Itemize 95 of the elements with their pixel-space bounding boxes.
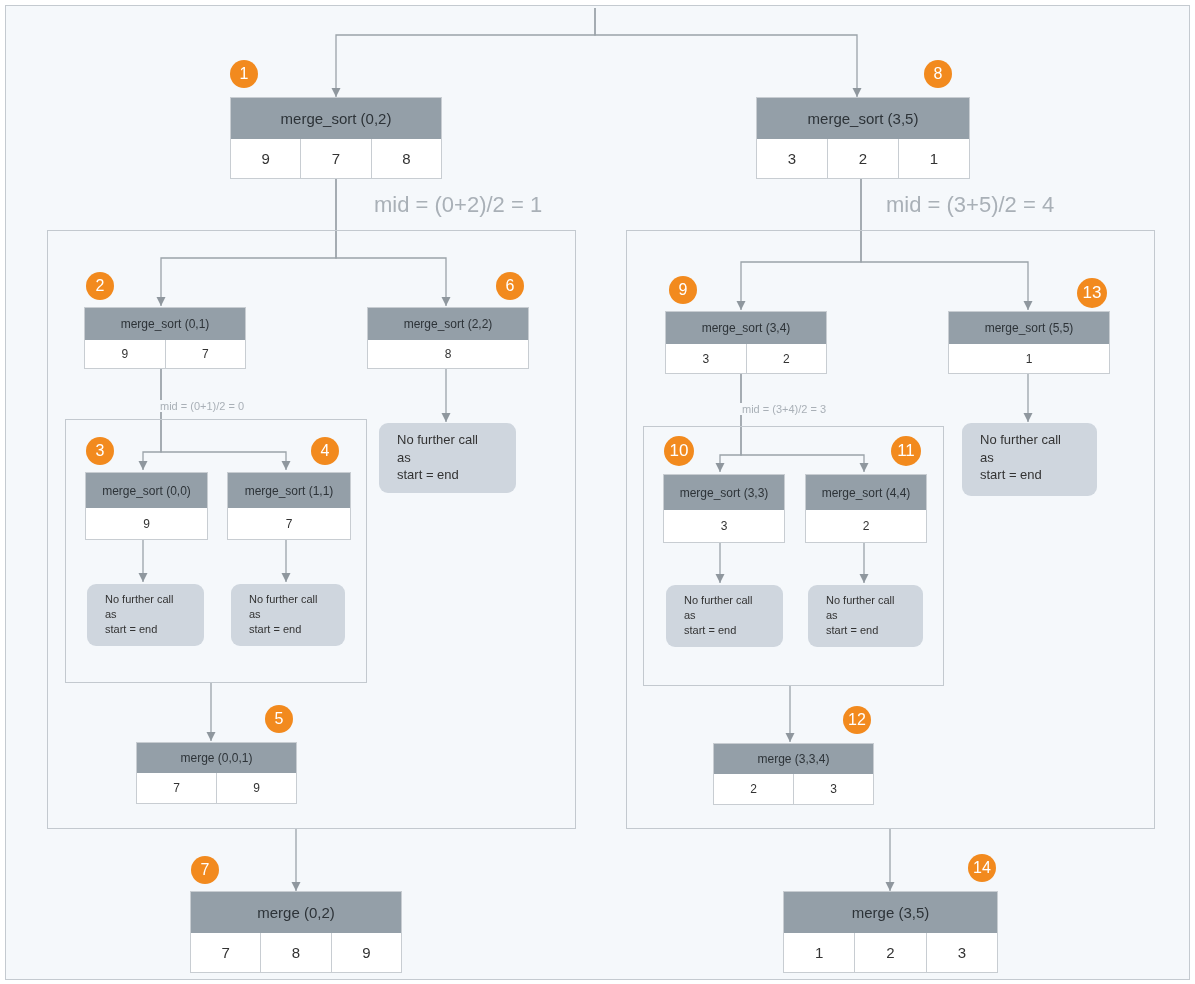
connector-arrow <box>291 828 301 892</box>
array-cell: 8 <box>370 139 441 178</box>
note-text: as <box>684 607 697 623</box>
group-panel <box>65 419 367 683</box>
connector-arrow <box>441 367 451 423</box>
array-cell-text: 7 <box>220 943 231 963</box>
function-call-box <box>367 307 529 369</box>
function-call-box <box>227 472 351 540</box>
array-cell: 9 <box>330 933 401 972</box>
leaf-note-box <box>87 584 204 646</box>
function-call-box <box>663 474 785 543</box>
function-call-box <box>84 307 246 369</box>
note-text: as <box>826 607 839 623</box>
function-call-box <box>85 472 208 540</box>
note-text: No further call <box>826 593 896 608</box>
function-header: merge_sort (2,2) <box>368 308 528 340</box>
function-header: merge_sort (4,4) <box>806 475 926 510</box>
array-cell-text: 1 <box>814 943 825 963</box>
array-cell-text: 8 <box>443 346 453 363</box>
function-call-box <box>230 97 442 179</box>
function-header: merge (3,3,4) <box>714 744 873 774</box>
function-call-box <box>190 891 402 973</box>
connector-arrow <box>160 367 291 471</box>
array-cell: 3 <box>793 774 873 804</box>
array-cell-text: 9 <box>120 346 130 363</box>
note-text: start = end <box>684 622 738 638</box>
group-panel <box>643 426 944 686</box>
note-text: No further call <box>249 592 319 607</box>
connector-arrow <box>785 684 795 743</box>
function-call-box <box>756 97 970 179</box>
note-text: No further call <box>684 593 754 608</box>
array-cell: 2 <box>745 344 826 373</box>
array-cell-text: 3 <box>786 149 798 169</box>
note-text: start = end <box>105 621 159 637</box>
array-cell: 2 <box>854 933 926 972</box>
array-cell-text: 3 <box>701 350 711 368</box>
function-call-box <box>713 743 874 805</box>
function-header: merge_sort (3,5) <box>757 98 969 139</box>
function-header: merge_sort (0,2) <box>231 98 441 139</box>
function-header: merge_sort (1,1) <box>228 473 350 508</box>
function-header: merge_sort (3,4) <box>666 312 826 344</box>
function-header: merge_sort (0,0) <box>86 473 207 508</box>
midpoint-label: mid = (3+4)/2 = 3 <box>740 403 829 415</box>
array-cell: 8 <box>260 933 331 972</box>
note-text: start = end <box>826 622 880 638</box>
leaf-note-box <box>808 585 923 647</box>
array-cell: 7 <box>300 139 371 178</box>
array-cell: 3 <box>925 933 997 972</box>
connector-arrow <box>206 681 216 742</box>
array-cell-text: 9 <box>260 149 271 169</box>
note-text: as <box>249 606 262 622</box>
leaf-note-box <box>231 584 345 646</box>
array-cell-text: 9 <box>142 515 151 533</box>
leaf-note-box <box>962 423 1097 496</box>
array-cell-text: 1 <box>1024 350 1034 368</box>
note-text: as <box>105 606 118 622</box>
note-text: No further call <box>105 592 175 607</box>
midpoint-label: mid = (0+1)/2 = 0 <box>158 400 247 412</box>
connector-arrow <box>885 828 895 892</box>
connector-arrow <box>740 372 869 473</box>
array-cell-text: 2 <box>861 518 871 535</box>
leaf-note-box <box>666 585 783 647</box>
function-header: merge_sort (3,3) <box>664 475 784 510</box>
function-header: merge (3,5) <box>784 892 997 933</box>
array-cell-text: 7 <box>172 780 181 797</box>
note-text: start = end <box>249 621 303 637</box>
note-text: start = end <box>980 466 1043 484</box>
group-panel <box>47 230 576 829</box>
array-cell: 1 <box>898 139 969 178</box>
connector-arrow <box>860 178 1033 311</box>
note-text: as <box>980 448 995 467</box>
function-call-box <box>805 474 927 543</box>
function-header: merge (0,2) <box>191 892 401 933</box>
connector-arrow <box>1023 372 1033 423</box>
array-cell: 9 <box>216 773 296 803</box>
note-text: No further call <box>980 431 1062 449</box>
note-text: as <box>397 448 412 467</box>
function-header: merge (0,0,1) <box>137 743 296 773</box>
array-cell: 7 <box>164 340 245 368</box>
connector-arrow <box>335 178 451 307</box>
note-text: start = end <box>397 466 460 484</box>
leaf-note-box <box>379 423 516 493</box>
note-text: No further call <box>397 431 479 449</box>
function-header: merge_sort (5,5) <box>949 312 1109 344</box>
array-cell-text: 7 <box>284 515 294 533</box>
group-panel <box>626 230 1155 829</box>
array-cell: 2 <box>827 139 898 178</box>
array-cell-text: 2 <box>749 781 758 798</box>
function-call-box <box>136 742 297 804</box>
function-call-box <box>783 891 998 973</box>
array-cell-text: 3 <box>719 518 729 535</box>
function-call-box <box>948 311 1110 374</box>
connector-arrow <box>594 7 862 98</box>
function-header: merge_sort (0,1) <box>85 308 245 340</box>
function-call-box <box>665 311 827 374</box>
